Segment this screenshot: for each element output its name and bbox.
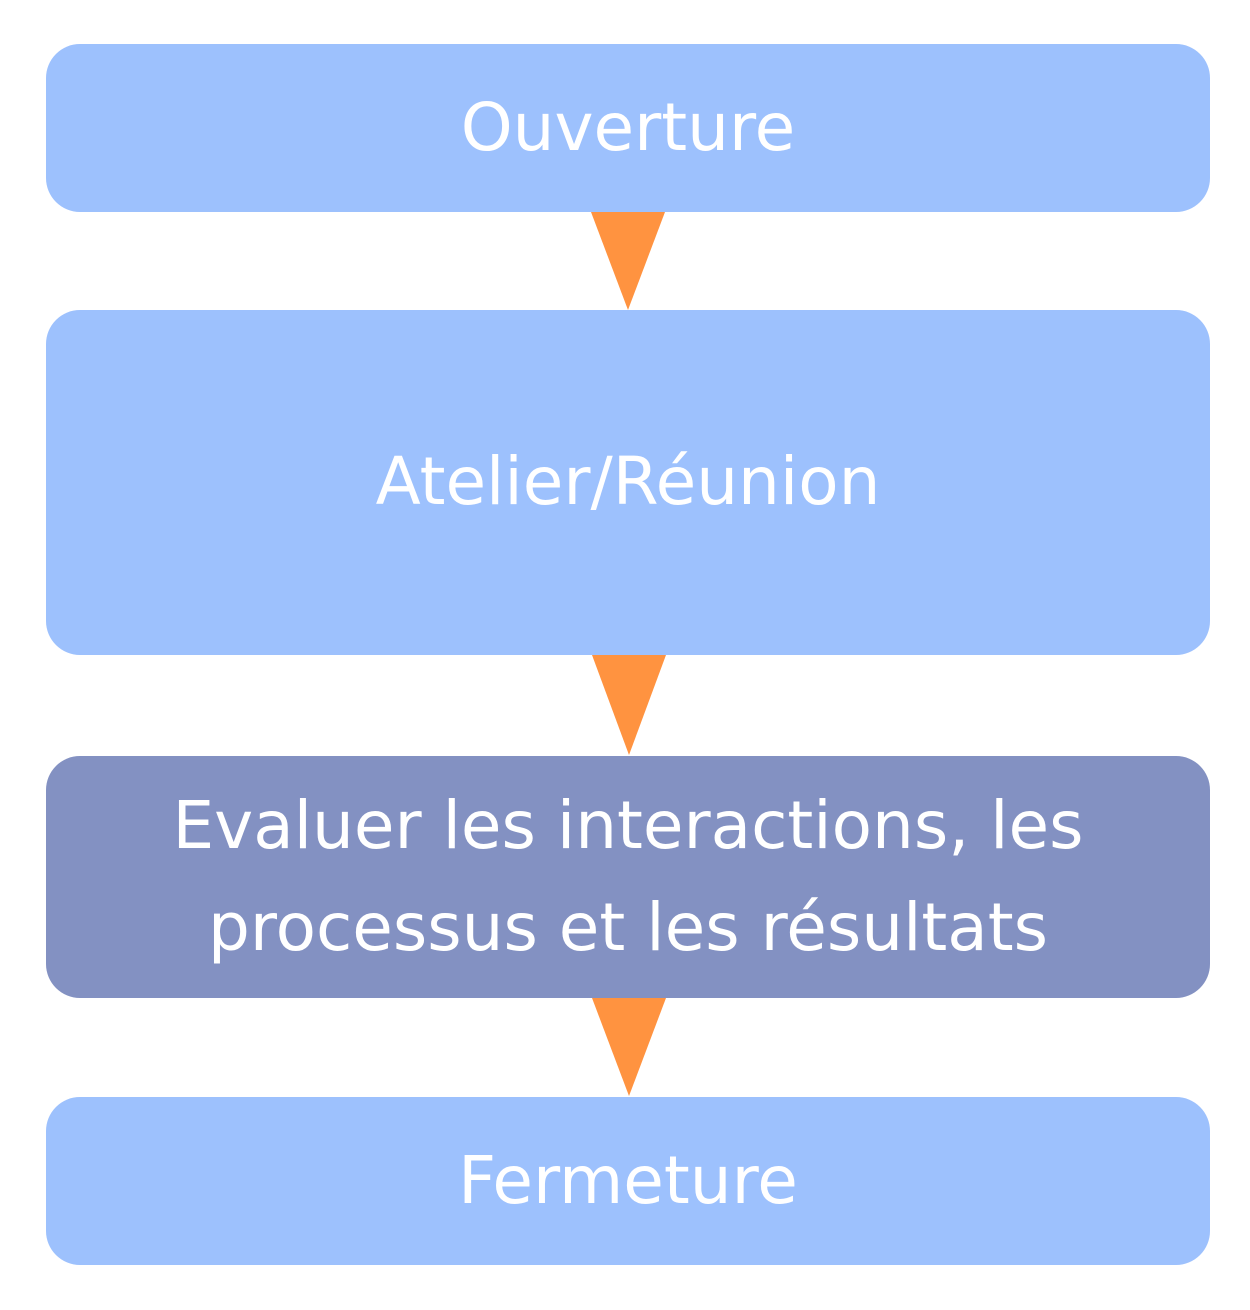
step-ouverture: Ouverture xyxy=(46,44,1210,212)
step-label: Atelier/Réunion xyxy=(375,443,881,521)
step-fermeture: Fermeture xyxy=(46,1097,1210,1265)
step-label: Fermeture xyxy=(458,1141,798,1219)
down-arrow-icon xyxy=(592,655,666,755)
step-label: Ouverture xyxy=(460,88,796,166)
down-arrow-icon xyxy=(592,998,666,1096)
step-evaluer: Evaluer les interactions, les processus … xyxy=(46,756,1210,998)
down-arrow-icon xyxy=(591,212,665,310)
step-label: Evaluer les interactions, les processus … xyxy=(172,786,1084,966)
step-atelier-reunion: Atelier/Réunion xyxy=(46,310,1210,655)
